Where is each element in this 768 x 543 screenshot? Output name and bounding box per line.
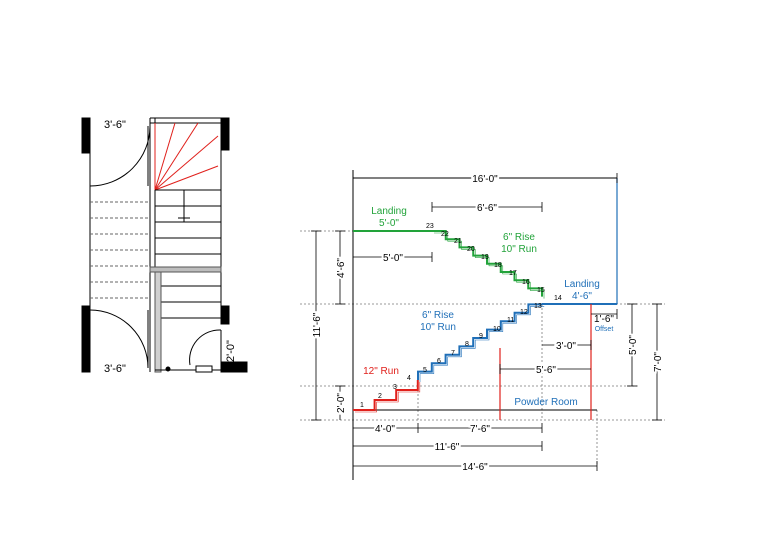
plan-door-swing-small	[189, 329, 222, 366]
dim-right-7: 7'-0"	[653, 352, 664, 372]
plan-door-width: 2'-0"	[225, 340, 237, 362]
step-number-19: 19	[481, 254, 489, 261]
plan-closet-post	[154, 271, 162, 373]
dim-11-6: 11'-6"	[435, 442, 460, 453]
offset-label: Offset	[595, 326, 614, 333]
annotation-labels: Landing 5'-0" 6" Rise 10" Run 6" Rise 10…	[363, 206, 613, 408]
plan-door-swing-top	[89, 125, 151, 187]
upper-landing-size: 5'-0"	[379, 218, 399, 229]
dim-overall-top: 16'-0"	[472, 174, 498, 185]
mid-run-spec: 10" Run	[420, 322, 456, 333]
step-number-2: 2	[378, 393, 382, 400]
dim-upper-landing: 5'-0"	[383, 253, 403, 264]
mid-landing-size: 4'-6"	[572, 291, 592, 302]
dim-lower-height: 2'-0"	[336, 393, 347, 413]
middle-stair-run	[417, 303, 545, 382]
bottom-stair-profile-inner	[355, 382, 421, 413]
upper-stair-profile-inner	[434, 232, 545, 299]
dim-left-height: 11'-6"	[312, 312, 323, 337]
dim-upper-height: 4'-6"	[336, 258, 347, 278]
step-number-16: 16	[522, 279, 530, 286]
dim-14-6: 14'-6"	[462, 462, 488, 473]
upper-run-spec: 10" Run	[501, 244, 537, 255]
floor-plan	[81, 117, 248, 373]
dim-5-6: 5'-6"	[536, 365, 556, 376]
plan-treads	[155, 189, 221, 319]
step-number-22: 22	[441, 231, 449, 238]
bottom-run-spec: 12" Run	[363, 366, 399, 377]
step-number-21: 21	[454, 238, 462, 245]
dimension-lines	[311, 173, 662, 471]
step-number-5: 5	[423, 367, 427, 374]
plan-dashed-treads	[90, 201, 150, 299]
step-number-14: 14	[554, 295, 562, 302]
plan-wall-top-left	[81, 117, 91, 154]
step-number-11: 11	[507, 317, 514, 324]
plan-wall-bottom-right	[220, 305, 230, 325]
step-number-3: 3	[393, 384, 397, 391]
dim-4-0: 4'-0"	[375, 424, 395, 435]
bottom-stair-run	[353, 380, 421, 413]
step-number-15: 15	[537, 287, 545, 294]
dim-offset: 1'-6"	[594, 314, 614, 325]
middle-stair-profile-inner	[419, 306, 545, 382]
plan-wall-bottom-heavy	[220, 361, 248, 373]
step-number-18: 18	[494, 262, 502, 269]
dim-7-6: 7'-6"	[470, 424, 490, 435]
upper-landing-label: Landing	[371, 206, 407, 217]
upper-stair-run	[432, 230, 545, 299]
upper-stair-profile-outer	[432, 230, 543, 297]
step-number-12: 12	[520, 309, 528, 316]
plan-handrail	[149, 266, 222, 273]
step-number-8: 8	[465, 341, 469, 348]
bottom-stair-profile-outer	[353, 380, 419, 411]
dim-landing-run: 3'-0"	[556, 341, 576, 352]
plan-wall-top-right	[220, 117, 230, 151]
plan-wall-bottom-left	[81, 305, 91, 373]
step-number-7: 7	[451, 350, 455, 357]
upper-rise-spec: 6" Rise	[503, 232, 535, 243]
step-number-1: 1	[360, 402, 364, 409]
step-number-17: 17	[509, 270, 517, 277]
plan-winder-treads	[154, 122, 219, 191]
dim-right-5: 5'-0"	[628, 335, 639, 355]
dim-upper-run: 6'-6"	[477, 203, 497, 214]
mid-rise-spec: 6" Rise	[422, 310, 454, 321]
mid-landing-label: Landing	[564, 279, 600, 290]
dimension-labels: 16'-0" 6'-6" 5'-0" 3'-0" 1'-6" 5'-6" 4'-…	[310, 172, 666, 475]
plan-door-swing-bottom	[89, 309, 149, 369]
step-number-13: 13	[534, 303, 542, 310]
step-number-10: 10	[493, 326, 501, 333]
step-number-20: 20	[467, 246, 475, 253]
step-number-9: 9	[479, 333, 483, 340]
step-number-4: 4	[407, 375, 411, 382]
step-number-23: 23	[426, 223, 434, 230]
plan-width-bottom: 3'-6"	[104, 363, 126, 375]
middle-stair-profile-outer	[417, 303, 543, 380]
step-number-6: 6	[437, 358, 441, 365]
powder-room-label: Powder Room	[514, 397, 577, 408]
plan-width-top: 3'-6"	[104, 119, 126, 131]
